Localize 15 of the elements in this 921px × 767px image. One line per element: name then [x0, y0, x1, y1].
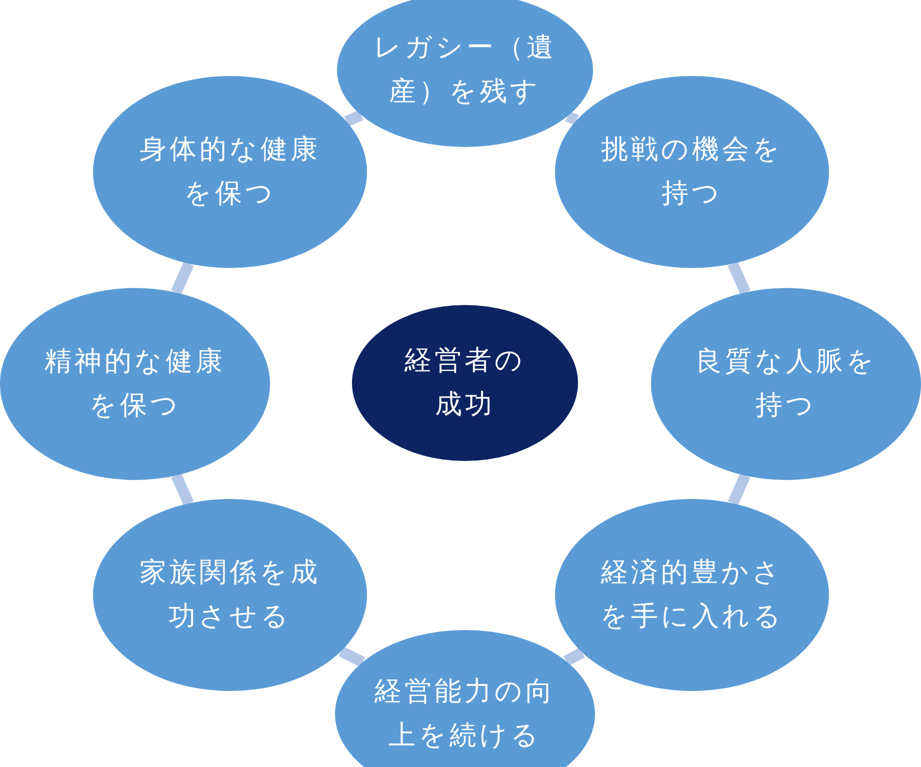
ellipse-node: 良質な人脈を持つ: [651, 288, 921, 480]
connector-line: [171, 473, 194, 506]
ellipse-node: 家族関係を成功させる: [93, 499, 367, 691]
ellipse-node: 挑戦の機会を持つ: [555, 76, 829, 268]
ellipse-node: 身体的な健康を保つ: [93, 76, 367, 268]
connector-line: [170, 261, 194, 295]
connector-line: [338, 646, 366, 668]
connector-line: [563, 648, 585, 666]
ellipse-node: 経営者の成功: [352, 305, 578, 461]
ellipse-node: 精神的な健康を保つ: [0, 288, 270, 480]
ellipse-node: 経済的豊かさを手に入れる: [555, 499, 829, 691]
connector-line: [728, 261, 750, 295]
connector-line: [344, 110, 364, 126]
connector-line: [728, 473, 750, 506]
connector-line: [565, 111, 579, 126]
